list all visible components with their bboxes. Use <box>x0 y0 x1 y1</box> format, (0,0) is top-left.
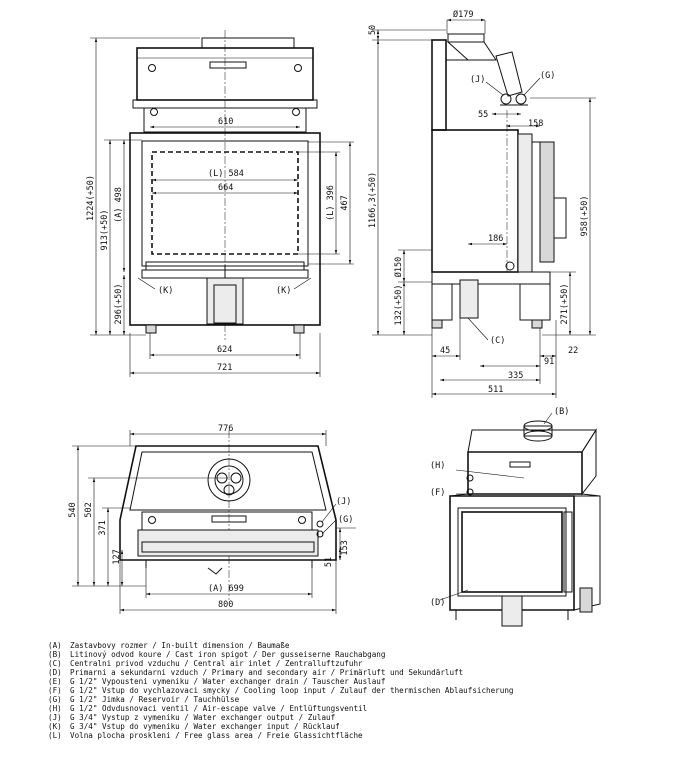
callout-k-right: (K) <box>276 286 291 296</box>
legend-text-c: Centralni privod vzduchu / Central air i… <box>70 659 363 668</box>
dim-624: 624 <box>217 345 232 355</box>
dim-958: 958(+50) <box>580 196 590 237</box>
callout-top-g: (G) <box>338 515 353 525</box>
dim-800: 800 <box>218 600 233 610</box>
dim-502: 502 <box>84 502 94 517</box>
legend-key-e: (E) <box>48 677 62 686</box>
callout-c: (C) <box>490 336 505 346</box>
dim-158: 158 <box>528 119 543 129</box>
dim-153: 153 <box>340 540 350 555</box>
dim-132: 132(+50) <box>394 285 404 326</box>
legend-key-a: (A) <box>48 641 62 650</box>
legend-key-d: (D) <box>48 668 62 677</box>
callout-iso-b: (B) <box>554 407 569 417</box>
legend-text-k: G 3/4" Vstup do vymeniku / Water exchang… <box>70 722 340 731</box>
top-view <box>72 430 356 614</box>
dim-a699: (A) 699 <box>208 584 244 594</box>
dim-a498: (A) 498 <box>114 187 124 223</box>
legend-key-j: (J) <box>48 713 62 722</box>
dim-467: 467 <box>340 195 350 210</box>
side-view <box>372 18 596 398</box>
callout-g: (G) <box>540 71 555 81</box>
iso-view <box>439 412 601 627</box>
legend-text-a: Zastavbovy rozmer / In-built dimension /… <box>70 641 290 650</box>
dim-335: 335 <box>508 371 523 381</box>
dim-50: 50 <box>368 25 378 35</box>
legend-key-f: (F) <box>48 686 62 695</box>
callout-top-j: (J) <box>336 497 351 507</box>
dim-51: 51 <box>324 557 334 567</box>
legend-key-k: (K) <box>48 722 62 731</box>
legend-text-e: G 1/2" Vypousteni vymeniku / Water excha… <box>70 677 385 686</box>
dim-l396: (L) 396 <box>326 185 336 221</box>
legend-key-b: (B) <box>48 650 62 659</box>
callout-j: (J) <box>470 75 485 85</box>
legend-text-b: Litinový odvod koure / Cast iron spigot … <box>70 650 385 659</box>
dim-511: 511 <box>488 385 503 395</box>
legend-text-d: Primarni a sekundarni vzduch / Primary a… <box>70 668 463 677</box>
dim-776: 776 <box>218 424 233 434</box>
dim-296: 296(+50) <box>114 284 124 325</box>
dim-127: 127 <box>112 549 122 564</box>
legend-key-g: (G) <box>48 695 62 704</box>
legend-text-l: Volna plocha proskleni / Free glass area… <box>70 731 363 740</box>
callout-iso-f: (F) <box>430 488 445 498</box>
dim-540: 540 <box>68 502 78 517</box>
dim-22: 22 <box>568 346 578 356</box>
dim-721: 721 <box>217 363 232 373</box>
dim-1224: 1224(+50) <box>86 175 96 221</box>
dim-l584: (L) 584 <box>208 169 244 179</box>
callout-iso-h: (H) <box>430 461 445 471</box>
callout-iso-d: (D) <box>430 598 445 608</box>
dim-271: 271(+50) <box>560 284 570 325</box>
dim-45: 45 <box>440 346 450 356</box>
dim-186: 186 <box>488 234 503 244</box>
dim-55: 55 <box>478 110 488 120</box>
legend-text-j: G 3/4" Vystup z vymeniku / Water exchang… <box>70 713 335 722</box>
dim-d179: Ø179 <box>453 9 473 20</box>
legend-text-f: G 1/2" Vstup do vychlazovaci smycky / Co… <box>70 686 513 695</box>
front-view <box>90 30 354 377</box>
dim-610: 610 <box>218 117 233 127</box>
dim-91: 91 <box>544 357 554 367</box>
dim-d150: Ø150 <box>393 257 404 277</box>
legend-key-l: (L) <box>48 731 62 740</box>
legend-key-c: (C) <box>48 659 62 668</box>
legend: (A) Zastavbovy rozmer / In-built dimensi… <box>48 641 513 740</box>
legend-key-h: (H) <box>48 704 62 713</box>
callout-k-left: (K) <box>158 286 173 296</box>
legend-text-h: G 1/2" Odvdusnovaci ventil / Air-escape … <box>70 704 367 713</box>
dim-913: 913(+50) <box>100 210 110 251</box>
legend-text-g: G 1/2" Jimka / Reservoir / Tauchhülse <box>70 695 240 704</box>
dim-1166: 1166,3(+50) <box>368 172 378 228</box>
dim-664: 664 <box>218 183 233 193</box>
dim-371: 371 <box>98 520 108 535</box>
